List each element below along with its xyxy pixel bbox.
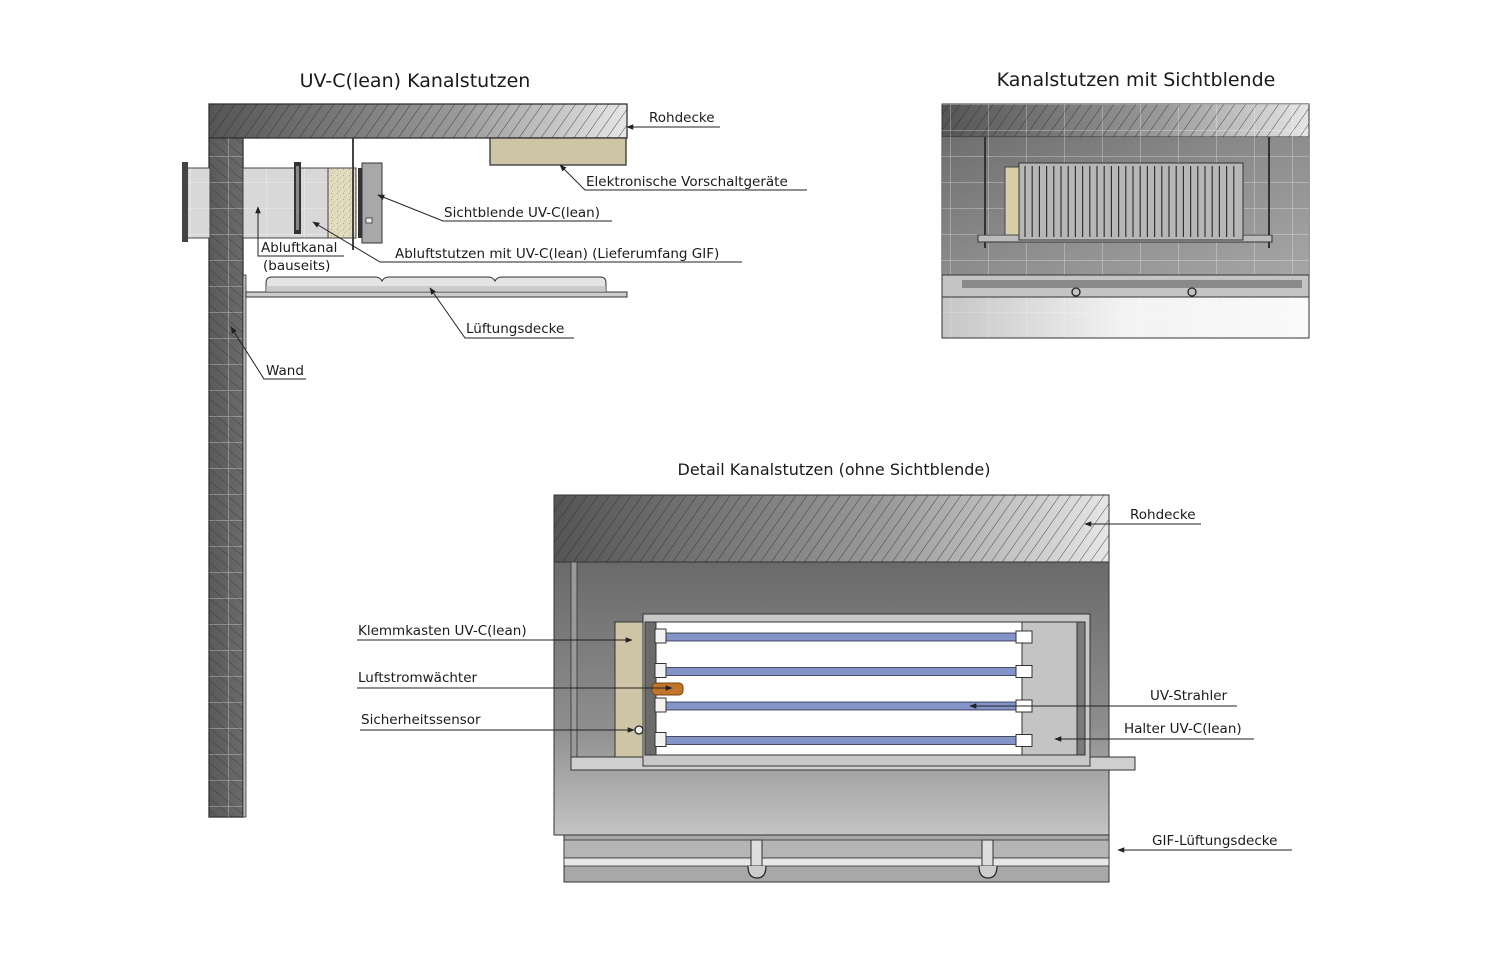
airflow-sensor (651, 682, 684, 696)
label-sicherheitssensor: Sicherheitssensor (361, 712, 481, 728)
label-halter: Halter UV-C(lean) (1124, 721, 1242, 737)
safety-sensor (634, 725, 644, 735)
uv-lamp (654, 628, 1033, 644)
detail-view-title: Detail Kanalstutzen (ohne Sichtblende) (678, 460, 991, 479)
label-uv-strahler: UV-Strahler (1150, 688, 1227, 704)
front-view-title: Kanalstutzen mit Sichtblende (997, 69, 1276, 91)
label-sichtblende: Sichtblende UV-C(lean) (444, 205, 600, 221)
label-rohdecke: Rohdecke (649, 110, 715, 126)
ceiling-slab (208, 103, 628, 139)
label-abluftkanal-1: Abluftkanal (261, 240, 337, 256)
uv-unit-body (327, 167, 357, 239)
label-klemmkasten: Klemmkasten UV-C(lean) (358, 623, 527, 639)
front-terminal-box (1004, 166, 1020, 236)
detail-view: Detail Kanalstutzen (ohne Sichtblende) (357, 460, 1292, 883)
section-view: UV-C(lean) Kanalstutzen (182, 70, 807, 818)
front-view-with-cover: Kanalstutzen mit Sichtblende (941, 69, 1310, 339)
label-abluftkanal-2: (bauseits) (263, 258, 330, 274)
label-gif-lueftungsdecke: GIF-Lüftungsdecke (1152, 833, 1277, 849)
visual-cover (361, 162, 383, 244)
gif-ventilated-ceiling (563, 834, 1110, 883)
terminal-box (614, 621, 644, 758)
front-cover-grille (1018, 162, 1244, 241)
electronic-ballast (489, 137, 627, 166)
label-lueftungsdecke: Lüftungsdecke (466, 321, 564, 337)
ventilated-ceiling (245, 276, 628, 298)
section-view-title: UV-C(lean) Kanalstutzen (300, 70, 531, 92)
exhaust-duct (182, 162, 329, 242)
label-luftstromwaechter: Luftstromwächter (358, 670, 478, 686)
uv-lamp (654, 732, 1033, 747)
uv-lamp (654, 663, 1033, 678)
label-vorschaltgeraete: Elektronische Vorschaltgeräte (586, 174, 788, 190)
label-wand: Wand (266, 363, 304, 379)
label-abluftstutzen: Abluftstutzen mit UV-C(lean) (Lieferumfa… (395, 246, 719, 262)
wall (208, 137, 247, 818)
lamp-holder (1021, 621, 1081, 756)
label-detail-rohdecke: Rohdecke (1130, 507, 1196, 523)
